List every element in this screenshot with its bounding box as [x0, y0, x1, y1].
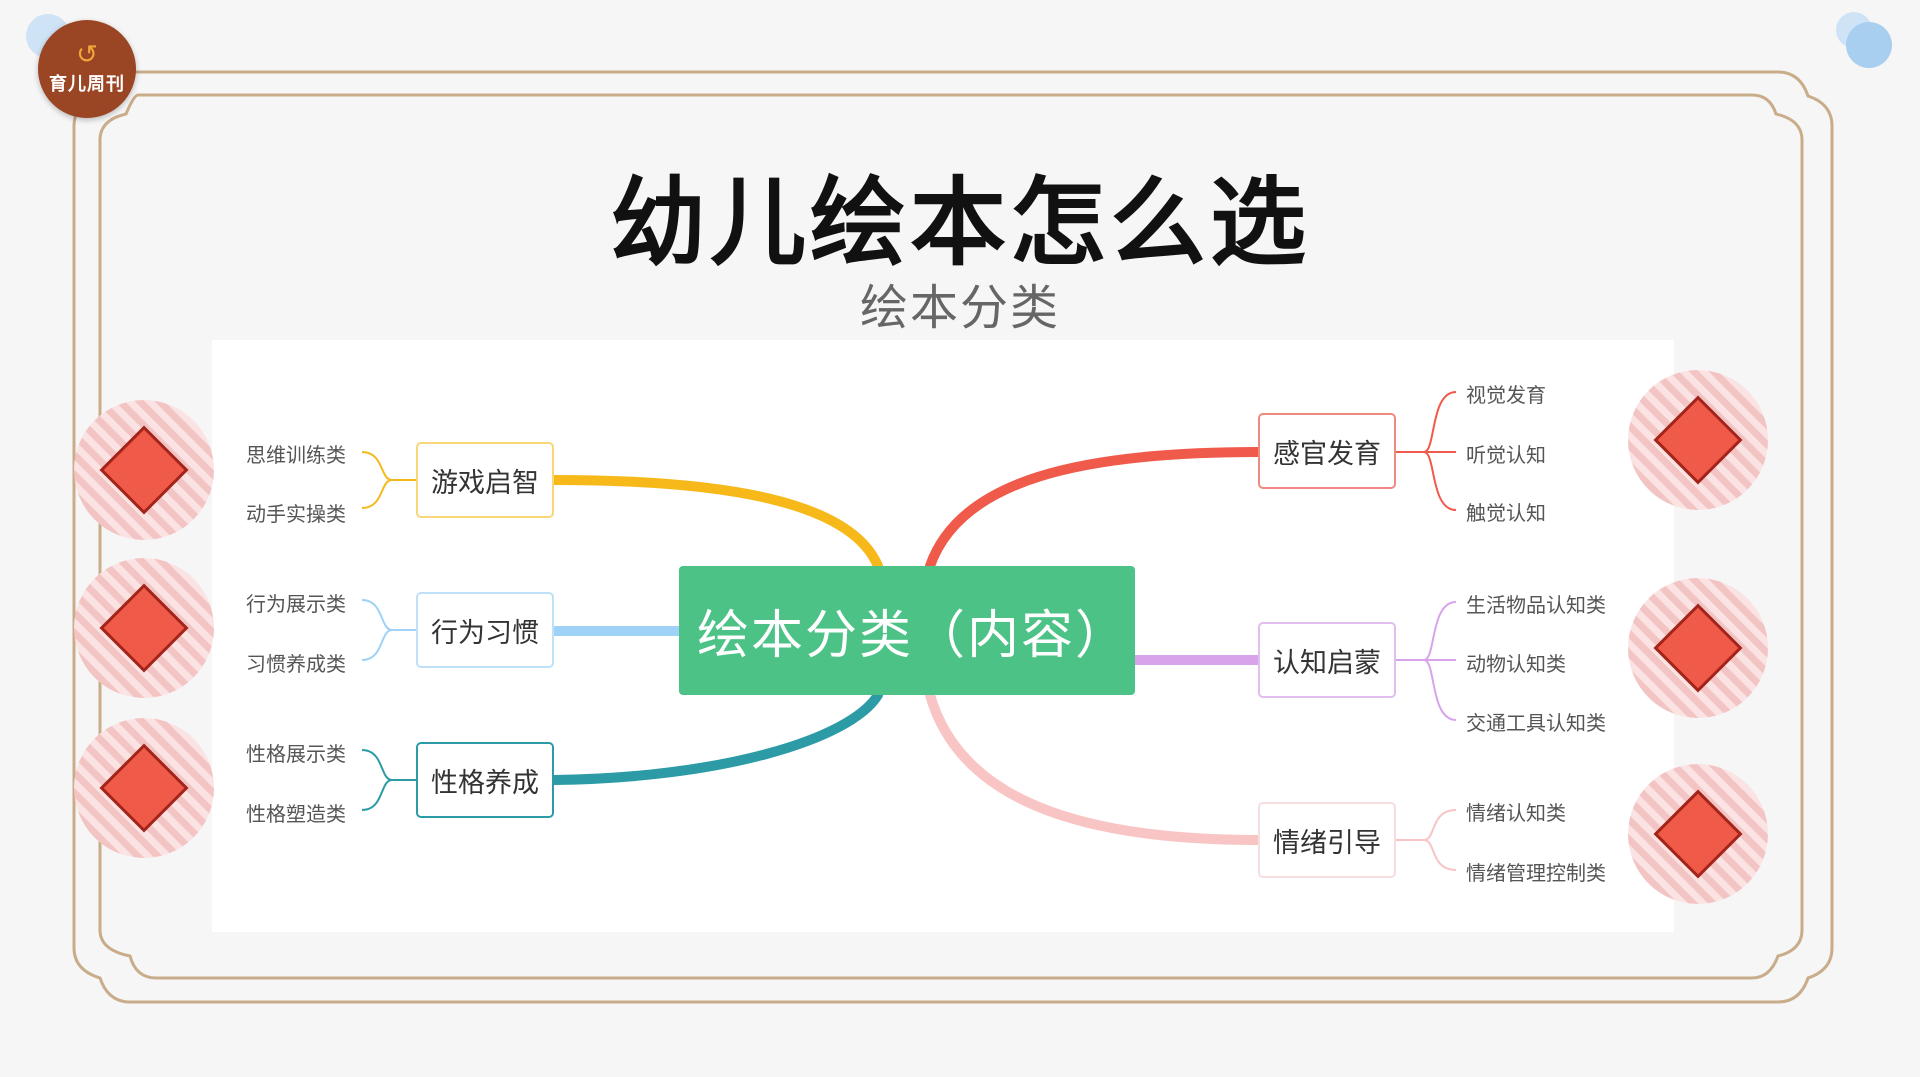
- branch-node-behavior: 行为习惯: [416, 592, 554, 668]
- page-subtitle: 绘本分类: [859, 280, 1060, 336]
- leaf-label: 生活物品认知类: [1466, 593, 1606, 617]
- diamond-icon: [1628, 578, 1768, 718]
- swirl-icon: ↺: [76, 40, 98, 70]
- diamond-icon: [1628, 370, 1768, 510]
- diamond-icon: [74, 400, 214, 540]
- decor-bubble: [1846, 22, 1892, 68]
- diamond-icon: [74, 718, 214, 858]
- sub-connector-behavior: [361, 599, 416, 661]
- leaf-label: 交通工具认知类: [1466, 711, 1606, 735]
- branch-node-character: 性格养成: [416, 742, 554, 818]
- leaf-label: 行为展示类: [246, 592, 346, 616]
- branch-node-game: 游戏启智: [416, 442, 554, 518]
- diamond-icon: [1628, 764, 1768, 904]
- sub-connector-cognition: [1396, 601, 1457, 721]
- leaf-label: 动手实操类: [246, 502, 346, 526]
- page-title: 幼儿绘本怎么选: [610, 167, 1310, 279]
- leaf-label: 性格展示类: [246, 742, 346, 766]
- diamond-icon: [74, 558, 214, 698]
- branch-line-emotion: [925, 690, 1263, 845]
- leaf-label: 视觉发育: [1466, 383, 1546, 407]
- sub-connector-emotion: [1396, 809, 1457, 871]
- branch-node-cognition: 认知启蒙: [1258, 622, 1396, 698]
- sub-connector-game: [361, 451, 416, 509]
- leaf-label: 情绪管理控制类: [1466, 861, 1606, 885]
- leaf-label: 触觉认知: [1466, 501, 1546, 525]
- sub-connector-character: [361, 749, 416, 811]
- central-node: 绘本分类（内容）: [679, 566, 1135, 695]
- logo-text: 育儿周刊: [49, 74, 125, 95]
- leaf-label: 听觉认知: [1466, 443, 1546, 467]
- branch-line-character: [549, 690, 883, 785]
- leaf-label: 思维训练类: [246, 443, 346, 467]
- leaf-label: 情绪认知类: [1466, 801, 1566, 825]
- leaf-label: 性格塑造类: [246, 802, 346, 826]
- branch-node-senses: 感官发育: [1258, 413, 1396, 489]
- branch-line-game: [549, 475, 883, 571]
- branch-node-emotion: 情绪引导: [1258, 802, 1396, 878]
- leaf-label: 习惯养成类: [246, 652, 346, 676]
- brand-logo: ↺ 育儿周刊: [38, 20, 136, 118]
- sub-connector-senses: [1396, 391, 1457, 511]
- leaf-label: 动物认知类: [1466, 652, 1566, 676]
- branch-line-senses: [925, 447, 1263, 571]
